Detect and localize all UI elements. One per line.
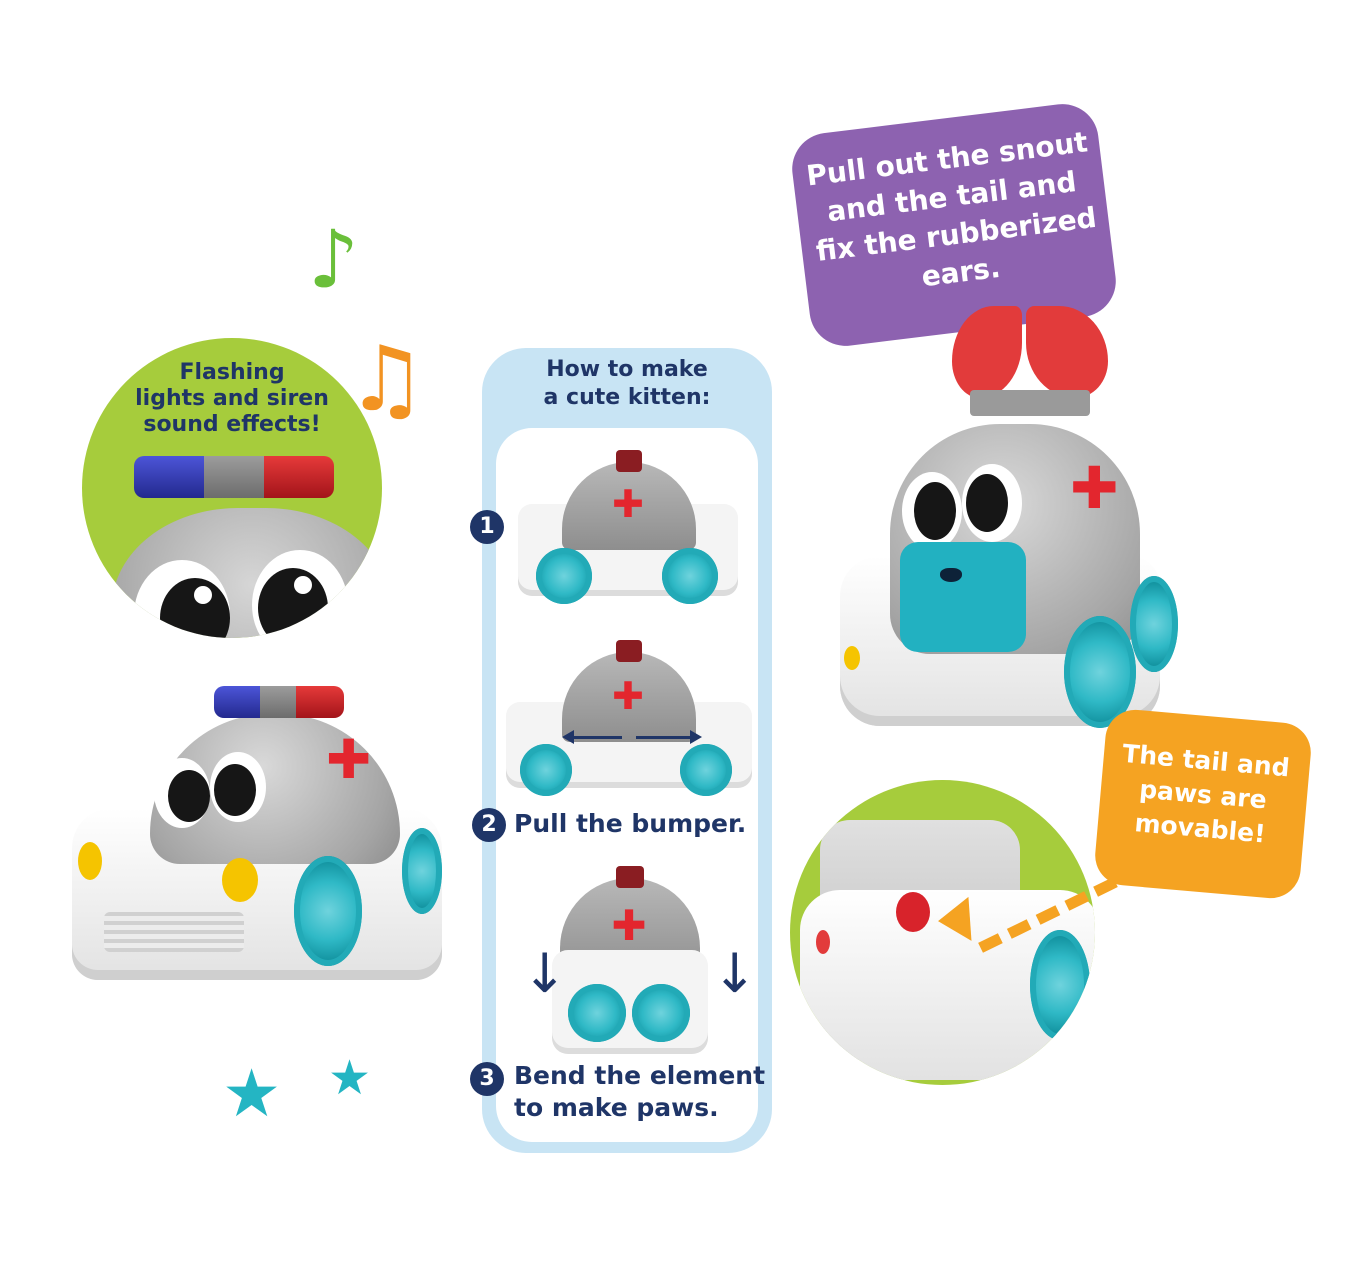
red-ears (952, 306, 1022, 398)
rear-wheel (402, 828, 442, 914)
pull-arrow-right-icon (636, 736, 692, 739)
siren-lightbar-closeup (134, 456, 334, 498)
pull-arrow-left-icon (566, 736, 622, 739)
front-wheel (294, 856, 362, 966)
music-note-orange-icon: ♫ (346, 327, 427, 432)
orange-bubble-text: The tail and paws are movable! (1121, 738, 1291, 849)
step-1-badge: 1 (470, 510, 504, 544)
red-cross-icon-kitten: ✚ (1070, 454, 1119, 522)
step-1-car: ✚ (518, 442, 738, 604)
right-pupil (258, 568, 328, 638)
step-2-badge: 2 (472, 808, 506, 842)
instruction-title: How to make a cute kitten: (543, 357, 711, 410)
tail-paws-closeup (790, 780, 1095, 1085)
lights-caption: Flashing lights and siren sound effects! (135, 360, 329, 437)
grille (104, 912, 244, 952)
step-2-car: ✚ (506, 632, 752, 796)
feature-bubble-lights: Flashing lights and siren sound effects! (82, 338, 382, 638)
kitten-snout (900, 542, 1026, 652)
star-icon-large: ★ (222, 1055, 282, 1132)
left-pupil (160, 578, 230, 638)
step-3-car: ✚ (552, 864, 708, 1054)
kitten-toy: ✚ (830, 306, 1190, 746)
red-tail (896, 892, 930, 932)
bend-arrow-right-icon: ↓ (712, 942, 758, 1005)
red-cross-icon: ✚ (326, 728, 372, 791)
bend-arrow-left-icon: ↓ (522, 942, 568, 1005)
headlight-left (78, 842, 102, 880)
police-car-toy: ✚ (72, 680, 442, 990)
siren-lightbar (214, 686, 344, 718)
purple-bubble-tail (920, 300, 964, 330)
step-3-text: Bend the element to make paws. (514, 1061, 766, 1122)
headlight-right (222, 858, 258, 902)
music-note-green-icon: ♪ (308, 213, 360, 306)
step-2-text: Pull the bumper. (514, 809, 747, 838)
step-3-badge: 3 (470, 1062, 504, 1096)
star-icon-small: ★ (328, 1050, 372, 1106)
